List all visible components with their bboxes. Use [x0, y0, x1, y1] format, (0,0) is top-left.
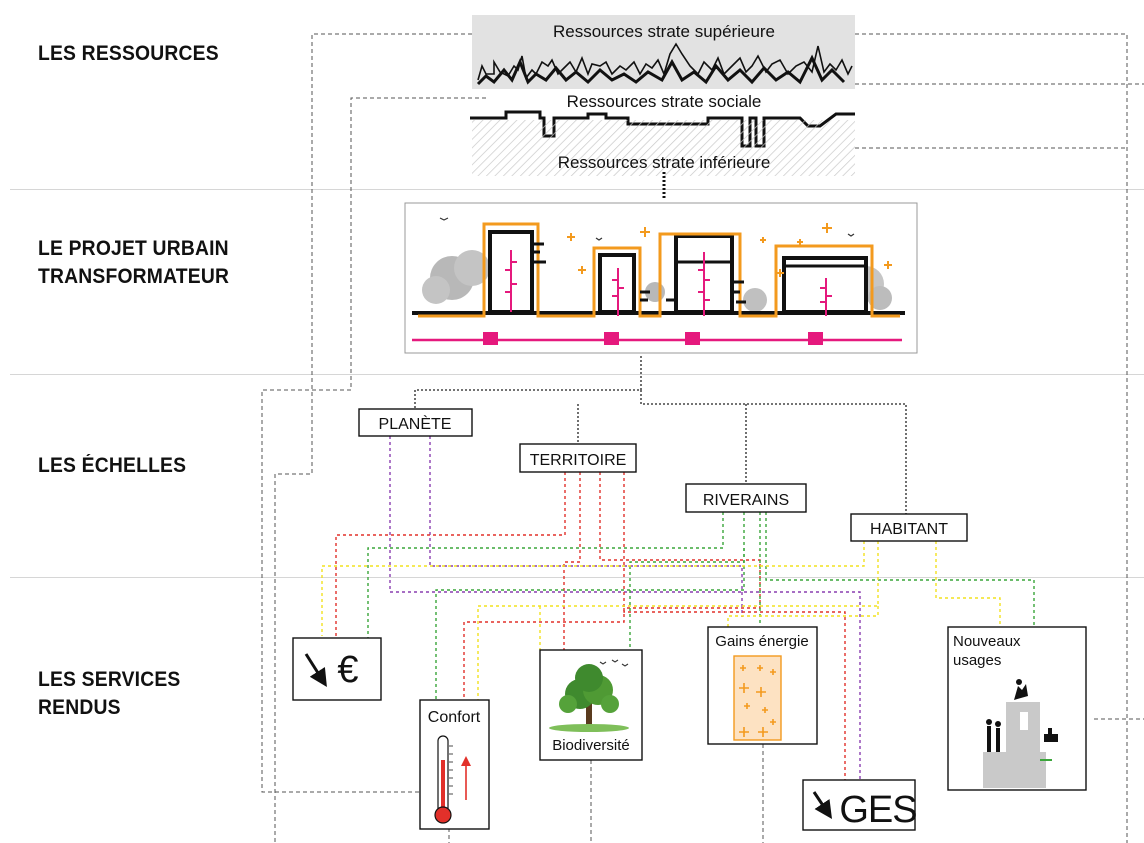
service-ges-label: GES [839, 789, 916, 831]
service-ges: GES [802, 779, 918, 831]
scale-planete-label: PLANÈTE [379, 414, 452, 433]
rooftop-people-icon [983, 679, 1058, 788]
resource-upper-label: Ressources strate supérieure [553, 22, 775, 41]
scale-territoire-label: TERRITOIRE [530, 452, 627, 469]
side-connectors [261, 33, 1144, 843]
urban-project-illustration [404, 202, 918, 354]
section-label-line: LES SERVICES [38, 668, 181, 691]
section-label-line: RENDUS [38, 696, 121, 719]
down-arrow-icon [304, 653, 327, 688]
service-confort-label: Confort [428, 709, 481, 726]
service-cost-symbol: € [337, 649, 358, 691]
thermometer-icon [434, 735, 453, 824]
scale-territoire: TERRITOIRE [519, 443, 637, 473]
resource-social-label: Ressources strate sociale [567, 92, 762, 111]
down-arrow-icon [812, 791, 832, 819]
section-label-line: TRANSFORMATEUR [38, 265, 230, 288]
scale-planete: PLANÈTE [358, 408, 473, 437]
resource-upper-panel: Ressources strate supérieure [472, 15, 855, 89]
plus-icon [739, 665, 776, 737]
resource-lower-panel: Ressources strate inférieure [472, 120, 855, 176]
service-gains-energie: Gains énergie [707, 626, 818, 745]
section-label-ressources: LES RESSOURCES [38, 40, 219, 68]
service-cost: € [292, 637, 382, 701]
service-nouveaux-label-2: usages [953, 652, 1001, 669]
scale-riverains: RIVERAINS [685, 483, 807, 513]
row-divider [10, 374, 1144, 375]
scale-connectors [414, 356, 907, 514]
scale-habitant: HABITANT [850, 513, 968, 542]
plus-icon [567, 223, 892, 277]
section-label-line: LE PROJET URBAIN [38, 237, 229, 260]
section-label-line: LES RESSOURCES [38, 42, 219, 65]
service-nouveaux-usages: Nouveaux usages [947, 626, 1087, 791]
row-divider [10, 189, 1144, 190]
service-biodiversite: Biodiversité [539, 649, 643, 761]
section-label-echelles: LES ÉCHELLES [38, 452, 186, 480]
section-label-line: LES ÉCHELLES [38, 454, 187, 477]
bird-icon [599, 659, 629, 667]
service-nouveaux-label-1: Nouveaux [953, 633, 1021, 650]
section-label-services: LES SERVICES RENDUS [38, 666, 181, 722]
service-connectors [321, 436, 1035, 780]
section-label-projet: LE PROJET URBAIN TRANSFORMATEUR [38, 235, 229, 291]
scale-habitant-label: HABITANT [870, 521, 948, 538]
tree-icon [549, 664, 629, 732]
scale-riverains-label: RIVERAINS [703, 492, 789, 509]
service-gains-label: Gains énergie [715, 633, 808, 650]
service-confort: Confort [419, 699, 490, 830]
resource-lower-label: Ressources strate inférieure [558, 153, 771, 172]
row-divider [10, 577, 1144, 578]
service-biodiversite-label: Biodiversité [552, 737, 630, 754]
